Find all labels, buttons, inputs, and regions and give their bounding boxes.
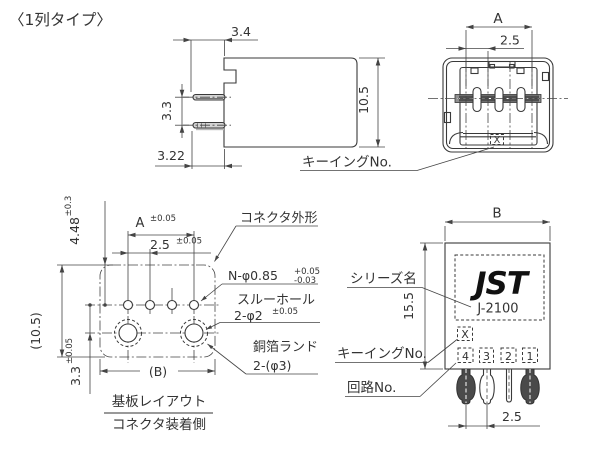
copper-land [114,319,142,347]
pin-3 [479,368,495,405]
dim-pcb-A-tol: ±0.05 [150,214,176,224]
caption-line2: コネクタ装着側 [112,416,206,433]
dim-pcb-A-label: A [136,216,145,231]
dim-pcb-2-5-tol: ±0.05 [176,237,202,247]
pin-hole-tol-minus: -0.03 [294,276,316,286]
dim-3-3-label: 3.3 [159,101,174,121]
jst-logo: JST [469,266,531,302]
series-name-label: シリーズ名 [350,271,417,287]
circuit-no-label: 回路No. [347,380,396,396]
dim-10-5-label: 10.5 [356,86,371,114]
keying-mark: X [461,328,469,341]
view-back: B 15.5 JST J-2100 X 4 3 2 1 [335,206,551,429]
pin-hole [166,299,178,311]
dim-pcb-2-5-label: 2.5 [150,237,170,252]
dim-pcb-3-3-tol: ±0.05 [65,338,75,364]
separator-rib [516,86,526,113]
connector-body-back [444,242,551,370]
view-pcb: A ±0.05 2.5 ±0.05 4.48 ±0.3 (10.5) 3.3 ±… [28,196,320,433]
dim-15-5-label: 15.5 [401,292,416,320]
pin-hole [188,299,200,311]
dim-A-label: A [493,11,503,27]
keying-no-label: キーイングNo. [302,155,392,171]
through-hole-callout-line2: 2-φ2 [234,308,263,323]
dim-3-22-label: 3.22 [157,148,185,163]
view-front: X A 2.5 キーイングNo. [300,11,568,171]
pin-hole [122,299,134,311]
land-callout-line1: 銅箔ランド [253,339,318,355]
dim-2-5-label: 2.5 [500,33,520,48]
caption-line1: 基板レイアウト [112,393,207,410]
marking-box [454,254,545,321]
pin-1 [520,368,540,405]
pin-hole-tol-plus: +0.05 [294,267,320,277]
separator-rib [494,86,504,113]
dim-B-label: B [492,206,501,222]
through-hole-tol: ±0.05 [272,307,298,317]
through-hole [118,323,138,343]
circuit-no-2: 2 [505,350,512,363]
page-title: 〈1列タイプ〉 [9,11,112,29]
view-side: 3.4 3.3 3.22 10.5 [155,24,385,169]
dim-back-2-5-label: 2.5 [502,409,522,424]
series-number: J-2100 [476,302,518,317]
dim-pcb-B-label: (B) [149,364,167,379]
circuit-no-box-3 [479,347,494,363]
outline-callout-label: コネクタ外形 [240,211,317,226]
dim-3-4-label: 3.4 [231,24,251,39]
top-tab [488,60,516,68]
through-hole [184,323,204,343]
pin-4 [456,368,476,405]
keying-leader [416,146,495,171]
connector-body-side [223,57,358,148]
circuit-no-1: 1 [527,350,534,363]
circuit-no-box-4 [457,347,474,363]
through-hole-callout-line1: スルーホール [237,293,315,308]
circuit-no-4: 4 [462,350,469,363]
dim-pcb-10-5-label: (10.5) [28,312,43,350]
separator-rib [472,86,482,113]
circuit-no-3: 3 [483,350,490,363]
dim-pcb-3-3-label: 3.3 [68,366,83,386]
pin-hole [144,299,156,311]
keying-mark-box [457,326,473,341]
circuit-no-box-2 [500,347,517,363]
land-callout-line2: 2-(φ3) [253,358,291,373]
dim-4-48-label: 4.48 [67,217,82,245]
pin-hole-callout-label: N-φ0.85 [228,268,278,283]
keying-mark: X [494,135,501,146]
keying-mark-box [490,134,504,145]
keying-no-label: キーイングNo. [337,346,427,362]
dim-4-48-tol: ±0.3 [64,196,74,217]
connector-outline [99,264,216,358]
circuit-no-box-1 [522,347,538,363]
copper-land [180,319,208,347]
